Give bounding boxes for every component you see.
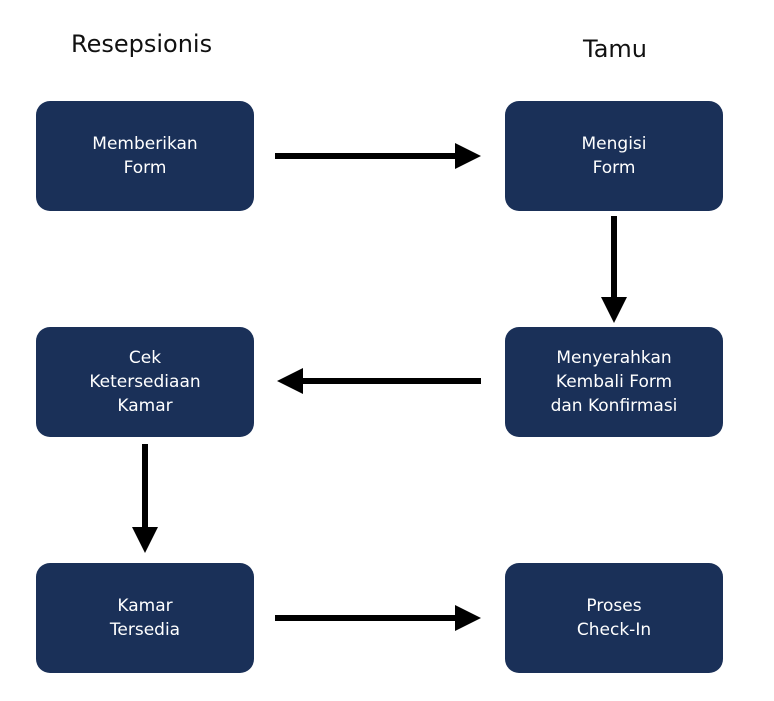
step-box-proses-check-in: Proses Check-In — [505, 563, 723, 673]
arrow-right-icon — [275, 143, 481, 169]
lane-title-tamu: Tamu — [583, 35, 647, 63]
step-box-memberikan-form: Memberikan Form — [36, 101, 254, 211]
step-label-line: Memberikan — [92, 134, 198, 154]
arrow-down-icon — [132, 444, 158, 553]
step-label-line: Check-In — [576, 620, 652, 640]
arrow-left-icon — [277, 368, 481, 394]
step-label-line: Kembali Form — [555, 372, 673, 392]
step-box-mengisi-form: Mengisi Form — [505, 101, 723, 211]
arrow-down-icon — [601, 216, 627, 323]
arrow-right-icon — [275, 605, 481, 631]
step-label-line: Tersedia — [109, 620, 181, 640]
step-box-menyerahkan-kembali-form: Menyerahkan Kembali Form dan Konfirmasi — [505, 327, 723, 437]
step-label-line: Ketersediaan — [89, 372, 201, 392]
step-box-cek-ketersediaan-kamar: Cek Ketersediaan Kamar — [36, 327, 254, 437]
step-label-line: Menyerahkan — [556, 348, 672, 368]
step-label-line: dan Konfirmasi — [550, 396, 678, 416]
step-label-line: Mengisi — [581, 134, 647, 154]
step-label-line: Cek — [128, 348, 162, 368]
step-label-line: Proses — [586, 596, 642, 616]
step-label-line: Kamar — [117, 596, 173, 616]
step-box-kamar-tersedia: Kamar Tersedia — [36, 563, 254, 673]
lane-title-resepsionis: Resepsionis — [71, 30, 213, 58]
step-label-line: Form — [592, 158, 636, 178]
step-label-line: Kamar — [117, 396, 173, 416]
step-label-line: Form — [123, 158, 167, 178]
